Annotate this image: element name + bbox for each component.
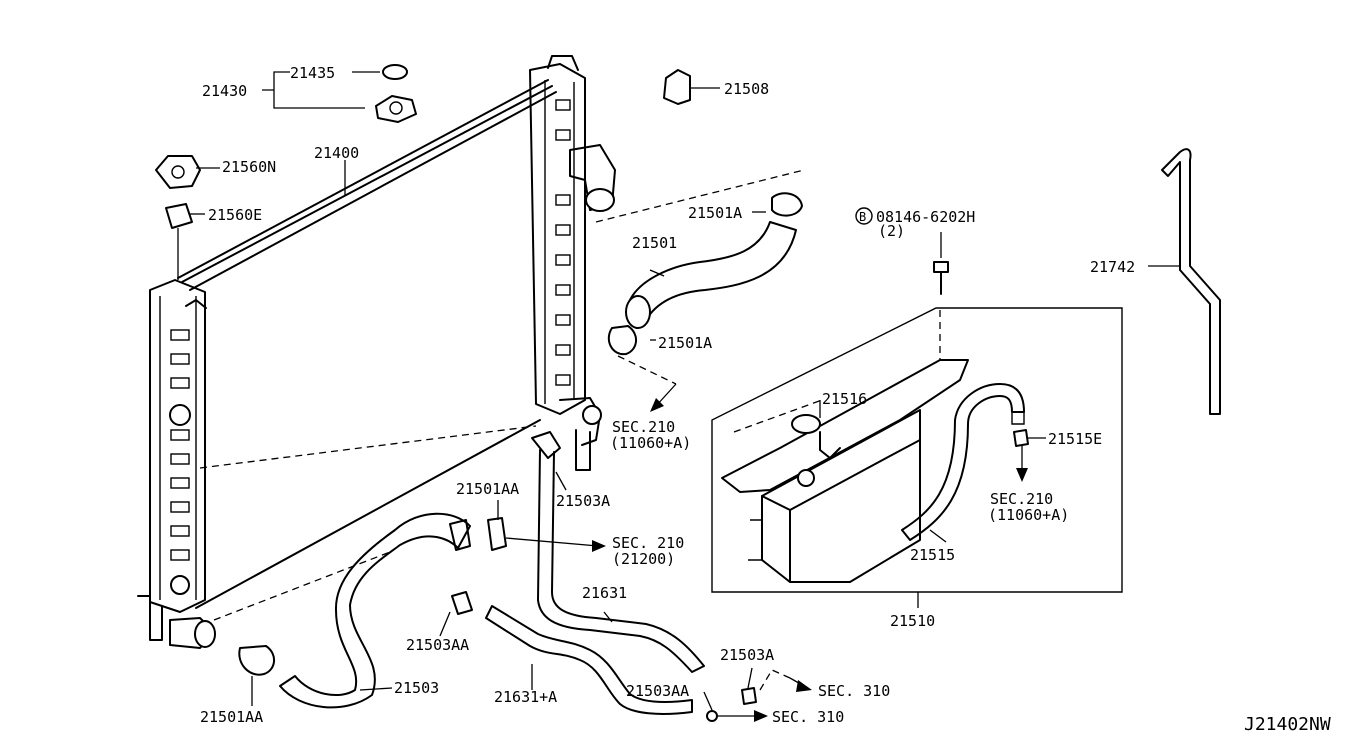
label-21501AA-mid: 21501AA (456, 480, 519, 498)
ref-sec310-a: SEC. 310 (818, 682, 890, 700)
label-21510: 21510 (890, 612, 935, 630)
grommet-21508 (663, 69, 691, 105)
label-21742: 21742 (1090, 258, 1135, 276)
label-21501AA-bot: 21501AA (200, 708, 263, 726)
label-21503AA-left: 21503AA (406, 636, 469, 654)
ref-sec210-c-sub: (11060+A) (988, 506, 1069, 524)
ref-sec210-a-sub: (11060+A) (610, 434, 691, 452)
label-21435: 21435 (290, 64, 335, 82)
bolt (933, 261, 949, 295)
label-21560N: 21560N (222, 158, 276, 176)
part-labels: 21435 21430 21508 21400 21560N 21560E 21… (200, 64, 1135, 726)
reservoir-tank-assembly (711, 307, 1123, 608)
label-21501: 21501 (632, 234, 677, 252)
label-21515: 21515 (910, 546, 955, 564)
label-21503AA-bot: 21503AA (626, 682, 689, 700)
bolt-marker-circle (855, 207, 873, 225)
radiator-assembly (137, 55, 616, 649)
label-21631A: 21631+A (494, 688, 557, 706)
label-21501A-top: 21501A (688, 204, 742, 222)
label-21503: 21503 (394, 679, 439, 697)
guide-line (213, 551, 391, 621)
section-references: SEC.210 (11060+A) SEC. 210 (21200) SEC.2… (610, 418, 1069, 726)
upper-radiator-hose (607, 192, 803, 385)
label-21503A-bot: 21503A (720, 646, 774, 664)
label-21501A-mid: 21501A (658, 334, 712, 352)
ref-sec310-b: SEC. 310 (772, 708, 844, 726)
label-21516: 21516 (822, 390, 867, 408)
label-21503A-mid: 21503A (556, 492, 610, 510)
radiator-cap-parts (155, 64, 417, 280)
label-21430: 21430 (202, 82, 247, 100)
bolt-marker: B (859, 210, 866, 224)
ref-sec210-b-sub: (21200) (612, 550, 675, 568)
label-21508: 21508 (724, 80, 769, 98)
label-21560E: 21560E (208, 206, 262, 224)
label-bolt-qty: (2) (878, 222, 905, 240)
ref-sec210-c: SEC.210 (990, 490, 1053, 508)
diagram-code: J21402NW (1244, 714, 1331, 735)
guide-line (199, 425, 537, 469)
ref-sec210-a: SEC.210 (612, 418, 675, 436)
label-bolt-code: 08146-6202H (876, 208, 975, 226)
label-21631: 21631 (582, 584, 627, 602)
label-21400: 21400 (314, 144, 359, 162)
hose-21742 (1161, 148, 1221, 415)
lower-hoses (238, 431, 757, 722)
label-21515E: 21515E (1048, 430, 1102, 448)
ref-sec210-b: SEC. 210 (612, 534, 684, 552)
